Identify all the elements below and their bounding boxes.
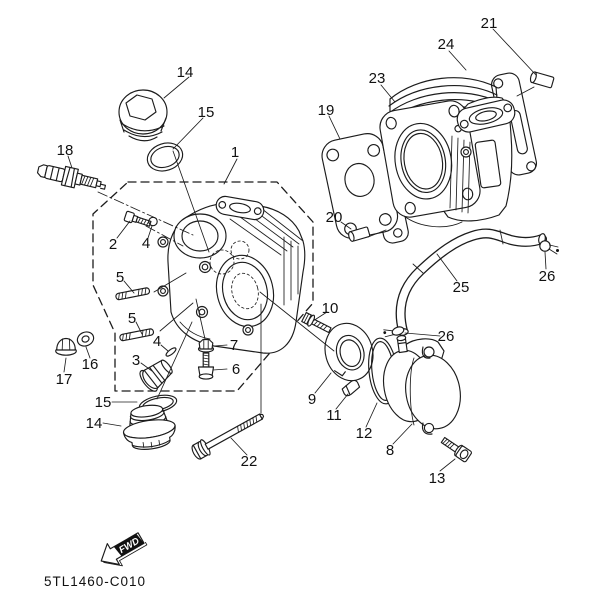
fwd-arrow-icon: FWD xyxy=(100,532,148,567)
drawing-number: 5TL1460-C010 xyxy=(44,574,146,589)
callout-24: 24 xyxy=(438,36,455,53)
callout-9: 9 xyxy=(308,391,316,408)
callout-8: 8 xyxy=(386,442,394,459)
callout-23: 23 xyxy=(369,70,386,87)
callouts: 1 2 3 4 4 5 5 6 7 8 9 10 11 12 13 14 14 … xyxy=(56,15,556,487)
part-26-clamp-mid xyxy=(383,326,405,338)
callout-18: 18 xyxy=(57,142,74,159)
part-22-long-bolt xyxy=(191,413,265,460)
callout-16: 16 xyxy=(82,356,99,373)
callout-20: 20 xyxy=(326,209,343,226)
part-6-bolt xyxy=(197,352,215,380)
leader-lines xyxy=(63,28,547,472)
part-21-dowel-pin xyxy=(529,71,555,89)
part-15-o-ring-top xyxy=(146,142,184,172)
part-25-hose xyxy=(395,228,547,336)
callout-5-lower: 5 xyxy=(128,310,136,327)
part-3-tappet-cover-bolt xyxy=(139,359,173,392)
part-10-bolt xyxy=(301,311,332,334)
callout-4-lower: 4 xyxy=(153,333,161,350)
callout-26-right: 26 xyxy=(539,268,556,285)
construction-lines xyxy=(97,86,535,414)
part-5-stud-upper xyxy=(115,287,151,301)
part-17-cap-nut xyxy=(55,337,77,356)
callout-4-upper: 4 xyxy=(142,235,150,252)
callout-5-upper: 5 xyxy=(116,269,124,286)
callout-1: 1 xyxy=(231,144,239,161)
callout-15-top: 15 xyxy=(198,104,215,121)
callout-11: 11 xyxy=(326,407,342,424)
callout-15-bottom: 15 xyxy=(95,394,112,411)
callout-25: 25 xyxy=(453,279,470,296)
part-11-clip xyxy=(341,379,361,397)
callout-12: 12 xyxy=(356,425,373,442)
part-2-bolt xyxy=(123,210,152,227)
part-4-o-ring-lower xyxy=(165,347,177,357)
part-20-dowel-pin xyxy=(348,226,371,242)
part-8-reed-valve-cover xyxy=(382,335,461,435)
callout-2: 2 xyxy=(109,236,117,253)
callout-19: 19 xyxy=(318,102,335,119)
callout-10: 10 xyxy=(322,300,339,317)
part-5-stud-lower xyxy=(119,328,155,342)
callout-3: 3 xyxy=(132,352,140,369)
callout-14-bottom: 14 xyxy=(86,415,103,432)
part-1-assembly-outline xyxy=(92,181,314,392)
callout-17: 17 xyxy=(56,371,73,388)
part-cylinder-head xyxy=(157,195,306,354)
callout-14-top: 14 xyxy=(177,64,194,81)
callout-13: 13 xyxy=(429,470,446,487)
part-14-oil-filler-cap xyxy=(118,89,168,142)
part-16-washer xyxy=(76,331,95,347)
part-26-clamp-right xyxy=(539,240,559,255)
part-13-socket-bolt xyxy=(440,436,472,463)
part-14-drain-cap xyxy=(122,404,176,450)
part-18-spark-plug xyxy=(36,164,107,190)
part-7-nut xyxy=(197,338,215,353)
callout-26-mid: 26 xyxy=(438,328,455,345)
part-23-cylinder xyxy=(379,77,516,228)
callout-21: 21 xyxy=(481,15,498,32)
callout-6: 6 xyxy=(232,361,240,378)
callout-7: 7 xyxy=(230,337,238,354)
callout-22: 22 xyxy=(241,453,258,470)
